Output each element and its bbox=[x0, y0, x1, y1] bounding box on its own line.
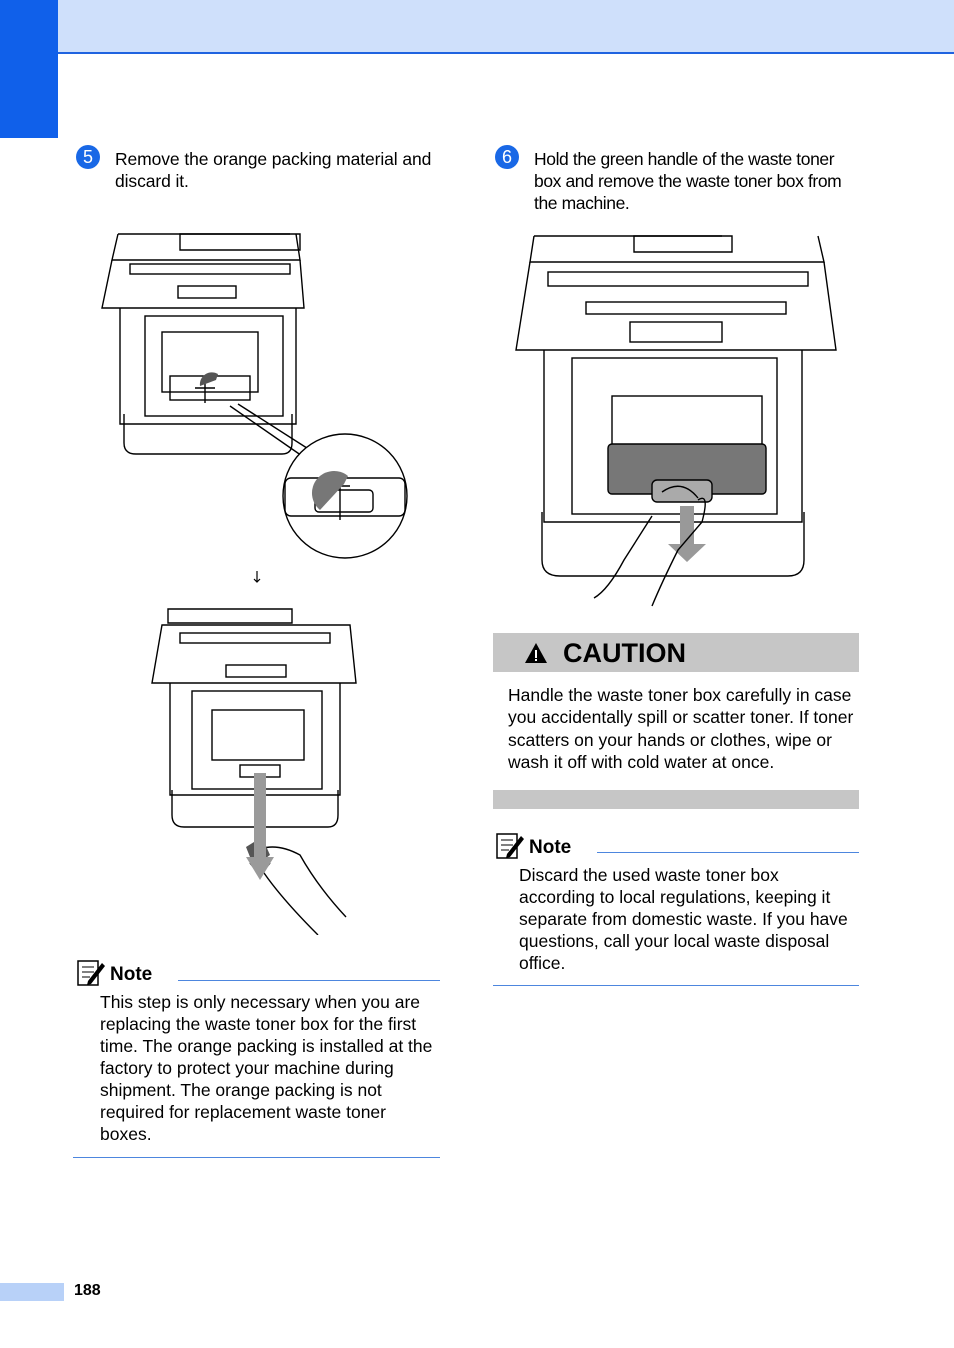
note-pencil-icon bbox=[496, 833, 524, 859]
printer-remove-packing-illustration bbox=[151, 608, 357, 935]
caution-header-bar: CAUTION bbox=[493, 633, 859, 672]
page-number-tab bbox=[0, 1283, 64, 1301]
note-rule bbox=[597, 852, 859, 853]
note-rule bbox=[178, 980, 440, 981]
caution-title: CAUTION bbox=[563, 638, 686, 668]
chapter-tab bbox=[0, 0, 58, 138]
page-number: 188 bbox=[74, 1282, 101, 1299]
step-instruction: Hold the green handle of the waste toner… bbox=[534, 149, 842, 213]
caution-footer-bar bbox=[493, 790, 859, 809]
note-title: Note bbox=[110, 964, 153, 985]
note-text: This step is only necessary when you are… bbox=[100, 992, 433, 1144]
note-text: Discard the used waste toner box accordi… bbox=[519, 865, 848, 973]
note-bottom-rule bbox=[493, 985, 859, 986]
printer-open-illustration bbox=[101, 233, 408, 559]
caution-text: Handle the waste toner box carefully in … bbox=[508, 685, 854, 772]
downward-arrow-icon bbox=[253, 571, 261, 583]
step-number-badge: 5 bbox=[76, 145, 100, 169]
note-pencil-icon bbox=[77, 960, 105, 986]
page-header-band bbox=[58, 0, 954, 54]
note-bottom-rule bbox=[73, 1157, 440, 1158]
printer-waste-toner-illustration bbox=[515, 235, 837, 607]
warning-triangle-icon bbox=[525, 643, 547, 663]
step-number-badge: 6 bbox=[495, 145, 519, 169]
step-instruction: Remove the orange packing material and d… bbox=[115, 149, 432, 191]
note-title: Note bbox=[529, 837, 572, 858]
